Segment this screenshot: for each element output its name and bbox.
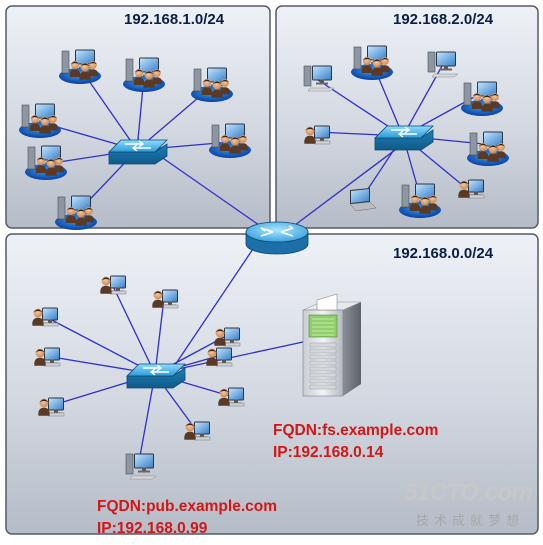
user-b-1 bbox=[152, 289, 179, 309]
user-b-4 bbox=[34, 347, 61, 367]
user-b-5 bbox=[206, 347, 233, 367]
fs-server-fqdn: FQDN:fs.example.com bbox=[273, 422, 439, 439]
subnet-label-top-right: 192.168.2.0/24 bbox=[393, 11, 494, 28]
workgroup-tl-0 bbox=[59, 49, 101, 84]
switch-top-left-icon bbox=[108, 139, 168, 165]
workgroup-tl-2 bbox=[191, 67, 233, 102]
workgroup-tl-4 bbox=[209, 123, 251, 158]
workgroup-tr-1 bbox=[351, 45, 393, 80]
user-b-2 bbox=[32, 307, 59, 327]
link-switch-b-router bbox=[172, 239, 260, 369]
desktop-tr-2 bbox=[427, 51, 459, 78]
fs-server-ip: IP:192.168.0.14 bbox=[273, 444, 384, 461]
user-tr-8 bbox=[458, 179, 485, 199]
user-b-6 bbox=[38, 397, 65, 417]
workgroup-tr-3 bbox=[461, 81, 503, 116]
workgroup-tl-6 bbox=[55, 195, 97, 230]
pub-server-ip: IP:192.168.0.99 bbox=[97, 520, 208, 537]
subnet-panel-top-left bbox=[5, 5, 271, 229]
user-tr-4 bbox=[304, 125, 331, 145]
user-b-7 bbox=[218, 387, 245, 407]
user-b-3 bbox=[214, 327, 241, 347]
link-b-2 bbox=[43, 315, 156, 375]
link-b-0 bbox=[111, 283, 156, 375]
link-b-1 bbox=[154, 297, 165, 375]
workgroup-tl-3 bbox=[19, 103, 61, 138]
pub-server-fqdn: FQDN:pub.example.com bbox=[97, 498, 277, 515]
watermark-slogan: 技术成就梦想 bbox=[416, 513, 525, 528]
workgroup-tr-5 bbox=[467, 131, 509, 166]
workgroup-tr-7 bbox=[399, 183, 441, 218]
link-tr-2 bbox=[402, 65, 443, 137]
nodes-layer bbox=[19, 45, 509, 480]
laptop-tr-6 bbox=[349, 188, 377, 212]
link-switch-tl-router bbox=[156, 153, 270, 233]
pub-server-icon bbox=[125, 453, 157, 480]
router-icon bbox=[245, 221, 309, 255]
link-switch-tr-router bbox=[290, 143, 404, 229]
user-b-8 bbox=[184, 421, 211, 441]
file-server-icon bbox=[302, 293, 362, 397]
workgroup-tl-1 bbox=[123, 57, 165, 92]
watermark-brand: 51CTO.com bbox=[404, 479, 533, 506]
subnet-label-top-left: 192.168.1.0/24 bbox=[124, 11, 225, 28]
workgroup-tl-5 bbox=[25, 145, 67, 180]
subnet-panel-top-right bbox=[275, 5, 539, 229]
subnet-label-bottom: 192.168.0.0/24 bbox=[393, 245, 494, 262]
switch-bottom-icon bbox=[126, 363, 186, 389]
switch-top-right-icon bbox=[374, 125, 434, 151]
desktop-tr-0 bbox=[303, 65, 335, 92]
user-b-0 bbox=[100, 275, 127, 295]
